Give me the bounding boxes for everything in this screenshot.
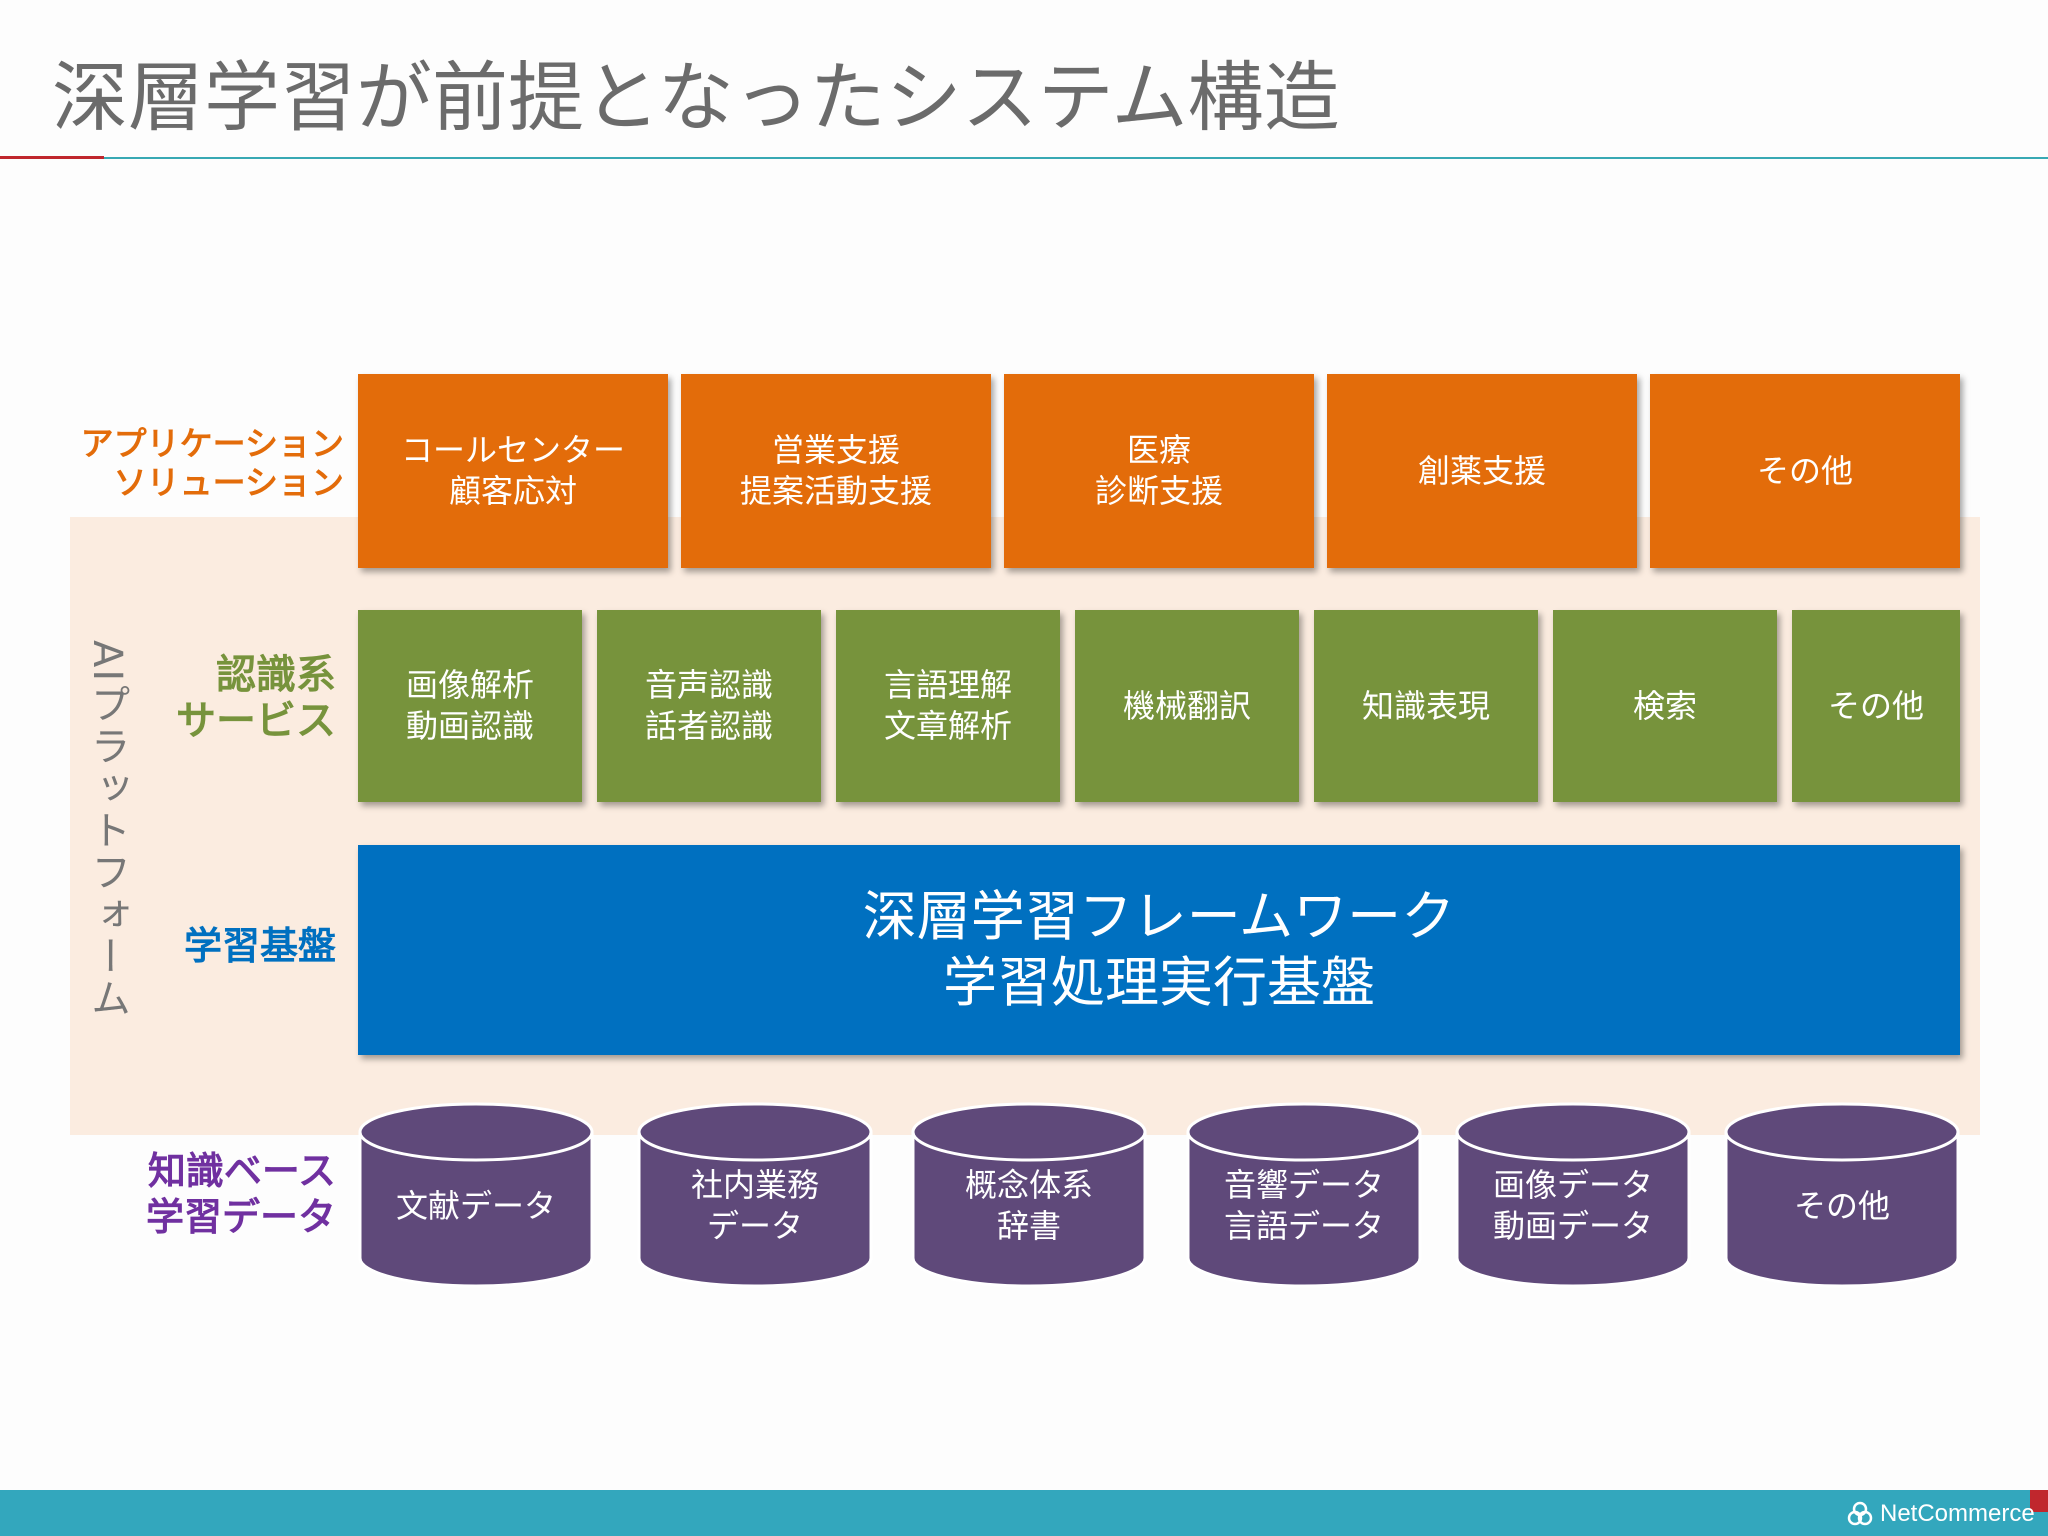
data-store-label: その他: [1793, 1186, 1890, 1225]
title-underline-accent: [0, 156, 104, 159]
application-box: 営業支援 提案活動支援: [681, 374, 991, 568]
footer-bar: [0, 1490, 2048, 1536]
database-icon: [358, 1102, 594, 1288]
database-icon: [637, 1102, 873, 1288]
ai-platform-label: AIプラットフォーム: [84, 640, 130, 1020]
recognition-layer-label: 認識系 サービス: [176, 652, 336, 744]
slide-title: 深層学習が前提となったシステム構造: [52, 53, 1340, 142]
service-box: 画像解析 動画認識: [358, 610, 582, 802]
service-box: 音声認識 話者認識: [597, 610, 821, 802]
database-icon: [911, 1102, 1147, 1288]
application-box: その他: [1650, 374, 1960, 568]
data-store-label: 文献データ: [395, 1186, 556, 1225]
data-store-cylinder: 概念体系 辞書: [911, 1102, 1147, 1288]
service-box: 機械翻訳: [1075, 610, 1299, 802]
service-box: 知識表現: [1314, 610, 1538, 802]
footer-accent: [2030, 1490, 2048, 1512]
application-box: 創薬支援: [1327, 374, 1637, 568]
data-store-cylinder: 画像データ 動画データ: [1455, 1102, 1691, 1288]
application-box: 医療 診断支援: [1004, 374, 1314, 568]
service-box: その他: [1792, 610, 1960, 802]
company-logo: NetCommerce: [1846, 1498, 2035, 1530]
title-underline: [104, 157, 2048, 159]
data-store-cylinder: その他: [1724, 1102, 1960, 1288]
application-box: コールセンター 顧客応対: [358, 374, 668, 568]
logo-text: NetCommerce: [1880, 1500, 2035, 1527]
service-box: 言語理解 文章解析: [836, 610, 1060, 802]
netcommerce-logo-icon: [1847, 1501, 1873, 1526]
data-store-label: 音響データ 言語データ: [1223, 1166, 1384, 1245]
database-icon: [1186, 1102, 1422, 1288]
application-layer-label: アプリケーション ソリューション: [80, 424, 344, 502]
learning-layer-label: 学習基盤: [183, 924, 336, 968]
data-store-label: 画像データ 動画データ: [1492, 1166, 1653, 1245]
data-store-cylinder: 社内業務 データ: [637, 1102, 873, 1288]
database-icon: [1455, 1102, 1691, 1288]
service-box: 検索: [1553, 610, 1777, 802]
data-store-cylinder: 音響データ 言語データ: [1186, 1102, 1422, 1288]
data-store-label: 社内業務 データ: [690, 1166, 819, 1245]
knowledge-layer-label: 知識ベース 学習データ: [145, 1149, 336, 1239]
framework-box: 深層学習フレームワーク 学習処理実行基盤: [358, 845, 1960, 1055]
database-icon: [1724, 1102, 1960, 1288]
data-store-cylinder: 文献データ: [358, 1102, 594, 1288]
data-store-label: 概念体系 辞書: [964, 1166, 1093, 1245]
